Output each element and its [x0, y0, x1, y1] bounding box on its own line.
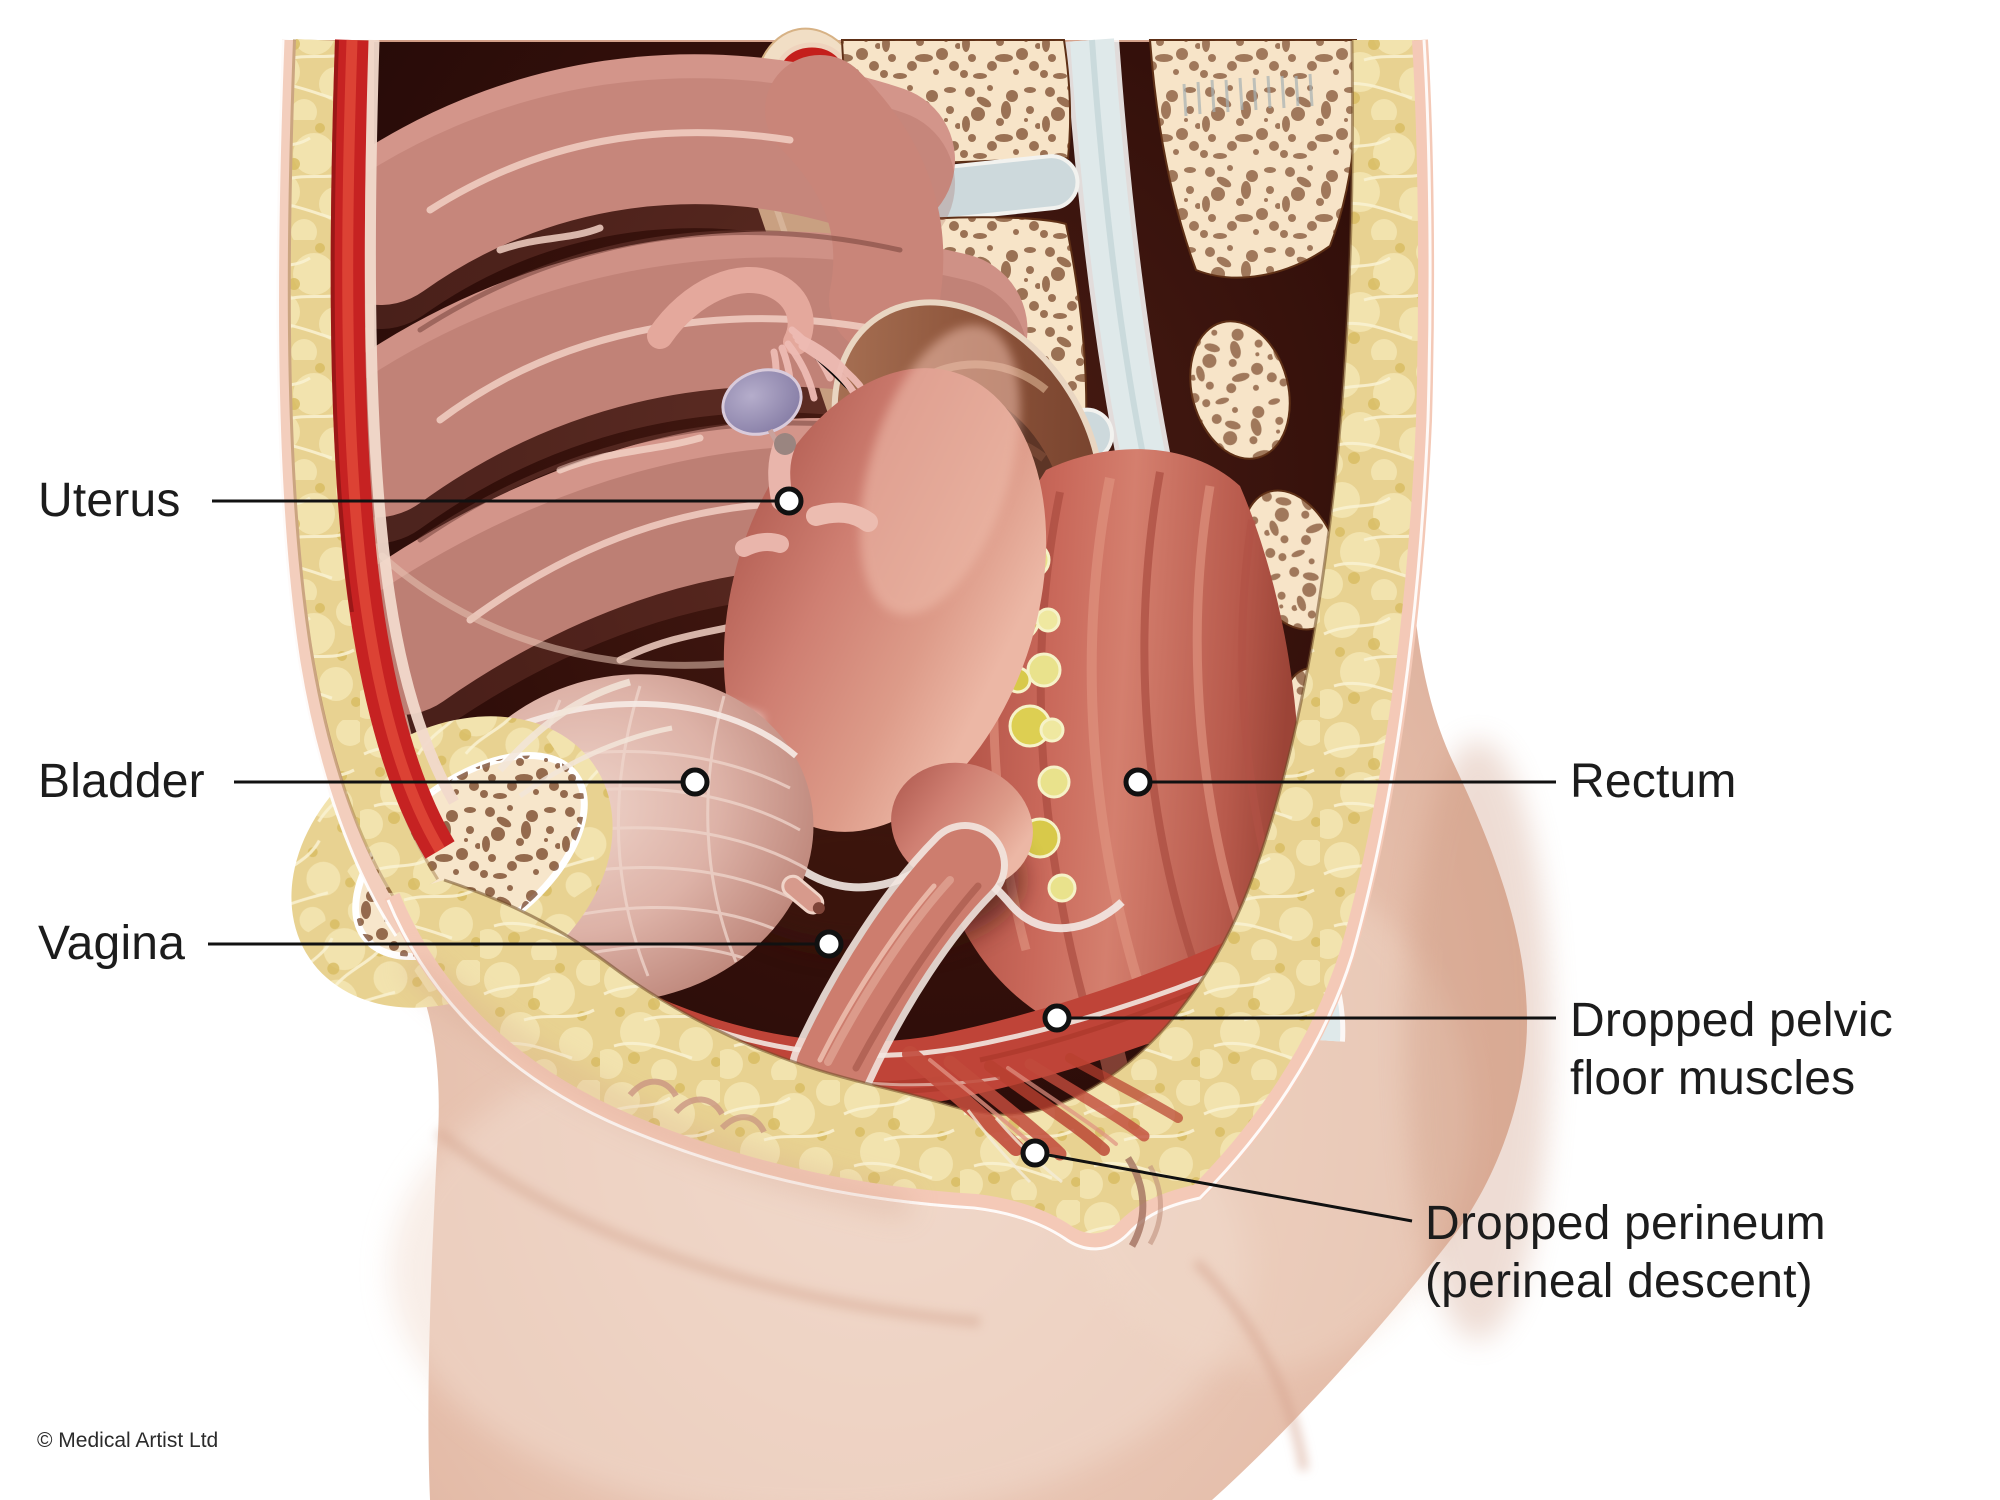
vulva-fold-1: [627, 1078, 679, 1098]
skin-details: [401, 951, 1309, 1471]
label-pelvic-floor-line1: Dropped pelvic: [1570, 994, 1893, 1047]
rectus-muscle-highlight: [342, 39, 445, 853]
label-pelvic-floor: Dropped pelvic floor muscles: [1570, 992, 1893, 1108]
abdominal-wall: [276, 39, 459, 937]
abdominal-fat-layer: [290, 39, 437, 904]
callout-lines: [208, 499, 1556, 1223]
ligament-striations: [1182, 73, 1314, 117]
uterus-callout-dot: [774, 486, 804, 516]
vagina-callout-dot: [814, 929, 844, 959]
abdominal-skin-line: [276, 39, 409, 935]
ureter-stub: [781, 874, 825, 915]
abdominal-skin-hairline: [276, 39, 398, 937]
pelvic-floor-callout-dot: [1042, 1003, 1072, 1033]
label-perineum: Dropped perineum (perineal descent): [1425, 1195, 1826, 1311]
rectum-callout-dot: [1123, 767, 1153, 797]
perineum-leader-line: [1047, 1153, 1413, 1223]
bladder-callout-dot: [680, 767, 710, 797]
fat-inner-edge: [443, 39, 1354, 1116]
rectus-muscle-edge: [330, 39, 354, 613]
mons-shadow: [401, 951, 913, 1218]
vagina-shape: [789, 822, 1008, 1111]
label-pelvic-floor-line2: floor muscles: [1570, 1052, 1856, 1105]
peritoneal-lining: [364, 39, 459, 805]
label-vagina: Vagina: [38, 917, 186, 970]
vulva-fold-2: [673, 1096, 725, 1116]
anus-crease: [1125, 1156, 1147, 1248]
label-perineum-line2: (perineal descent): [1425, 1255, 1813, 1308]
vulva-fold-3: [719, 1114, 767, 1134]
label-perineum-line1: Dropped perineum: [1425, 1197, 1826, 1250]
skin-cut-hairline: [386, 39, 1432, 1251]
adnexa: [647, 267, 864, 477]
perineum-callout-dot: [1020, 1138, 1050, 1168]
buttock-rim-shade: [1406, 740, 1550, 1340]
uterus-highlight: [859, 325, 1021, 615]
label-uterus: Uterus: [38, 474, 181, 527]
label-bladder: Bladder: [38, 755, 205, 808]
label-rectum: Rectum: [1570, 755, 1737, 808]
thigh-crease: [434, 1127, 981, 1328]
copyright-notice: © Medical Artist Ltd: [37, 1429, 219, 1452]
small-intestine: [297, 54, 1055, 743]
gluteal-fold: [1192, 1258, 1309, 1471]
fallopian-tube: [647, 267, 814, 355]
callout-dots: [680, 486, 1153, 1168]
